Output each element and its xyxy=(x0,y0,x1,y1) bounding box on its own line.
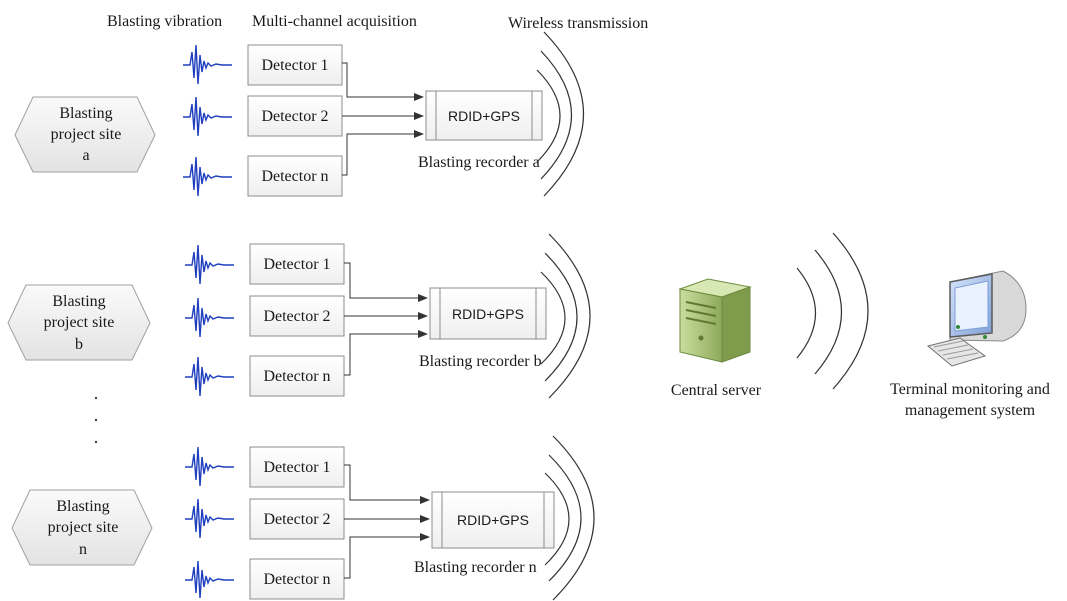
wireless-wave-icon xyxy=(544,252,578,382)
vibration-waveform-icon xyxy=(185,244,234,285)
ellipsis-dot: · xyxy=(93,388,99,408)
ellipsis-dot: · xyxy=(93,410,99,430)
recorder-label: Blasting recorder a xyxy=(418,154,540,171)
vibration-waveform-icon xyxy=(183,96,232,137)
vibration-waveform-icon xyxy=(183,44,232,85)
server-tower-icon xyxy=(678,278,752,363)
wireless-wave-icon xyxy=(796,267,816,359)
connector-arrow xyxy=(344,464,430,504)
site-label-line1: Blasting xyxy=(59,105,112,122)
site-label-line2: project site xyxy=(44,314,115,331)
connector-arrow xyxy=(344,330,428,376)
detector-label: Detector n xyxy=(263,571,330,588)
wireless-wave-icon xyxy=(832,232,869,390)
recorder-box xyxy=(429,287,547,340)
ellipsis-dot: · xyxy=(93,432,99,452)
recorder-box-label: RDID+GPS xyxy=(457,512,529,528)
computer-icon xyxy=(926,270,1027,367)
recorder-label: Blasting recorder b xyxy=(419,353,542,370)
site-label-line1: Blasting xyxy=(52,293,105,310)
header-vibration: Blasting vibration xyxy=(107,13,222,30)
connector-arrow xyxy=(342,62,424,101)
vibration-waveform-icon xyxy=(185,560,234,599)
site-hexagon xyxy=(14,96,156,173)
detector-label: Detector 2 xyxy=(263,511,330,528)
vibration-waveform-icon xyxy=(185,446,234,487)
wireless-wave-icon xyxy=(544,472,570,566)
recorder-box-label: RDID+GPS xyxy=(452,306,524,322)
wireless-wave-icon xyxy=(540,50,572,180)
server-label: Central server xyxy=(671,382,762,399)
terminal-label-line1: Terminal monitoring and xyxy=(890,381,1050,398)
detector-box xyxy=(249,243,345,285)
site-label-line1: Blasting xyxy=(56,498,109,515)
wireless-wave-icon xyxy=(552,435,595,601)
vibration-waveform-icon xyxy=(185,297,234,338)
site-group-a: Blasting project site a Detector 1 Detec… xyxy=(14,31,584,197)
header-wireless: Wireless transmission xyxy=(508,15,648,32)
site-group-n: Blasting project site n Detector 1 Detec… xyxy=(11,435,595,601)
recorder-box xyxy=(431,491,555,549)
wireless-wave-icon xyxy=(536,69,561,163)
detector-label: Detector 1 xyxy=(263,256,330,273)
detector-label: Detector 1 xyxy=(263,459,330,476)
connector-arrow xyxy=(344,262,428,302)
recorder-box-label: RDID+GPS xyxy=(448,108,520,124)
detector-box xyxy=(249,558,345,600)
connector-arrow xyxy=(342,130,424,176)
site-label-line2: project site xyxy=(48,519,119,536)
wireless-wave-icon xyxy=(543,31,584,197)
site-label-line2: project site xyxy=(51,126,122,143)
site-label-line3: a xyxy=(82,147,89,164)
wireless-wave-icon xyxy=(814,249,842,375)
site-label-line3: n xyxy=(79,541,87,558)
site-hexagon xyxy=(7,284,151,361)
wireless-wave-icon xyxy=(548,454,582,582)
detector-label: Detector 1 xyxy=(261,57,328,74)
site-hexagon xyxy=(11,489,153,566)
detector-box xyxy=(247,95,343,137)
detector-box xyxy=(247,155,343,197)
detector-box xyxy=(249,355,345,397)
detector-label: Detector 2 xyxy=(263,308,330,325)
recorder-box xyxy=(425,90,543,141)
connector-arrow xyxy=(344,533,430,579)
detector-box xyxy=(249,498,345,540)
detector-box xyxy=(247,44,343,86)
detector-box xyxy=(249,295,345,337)
wireless-wave-icon xyxy=(540,271,566,365)
header-acquisition: Multi-channel acquisition xyxy=(252,13,417,30)
detector-label: Detector n xyxy=(263,368,330,385)
detector-label: Detector n xyxy=(261,168,328,185)
detector-box xyxy=(249,446,345,488)
wireless-wave-icon xyxy=(548,233,591,399)
vibration-waveform-icon xyxy=(183,156,232,197)
site-label-line3: b xyxy=(75,336,83,353)
detector-label: Detector 2 xyxy=(261,108,328,125)
vibration-waveform-icon xyxy=(185,356,234,397)
vibration-waveform-icon xyxy=(185,498,234,539)
terminal-label-line2: management system xyxy=(905,402,1036,419)
recorder-label: Blasting recorder n xyxy=(414,559,537,576)
site-group-b: Blasting project site b Detector 1 Detec… xyxy=(7,233,591,399)
